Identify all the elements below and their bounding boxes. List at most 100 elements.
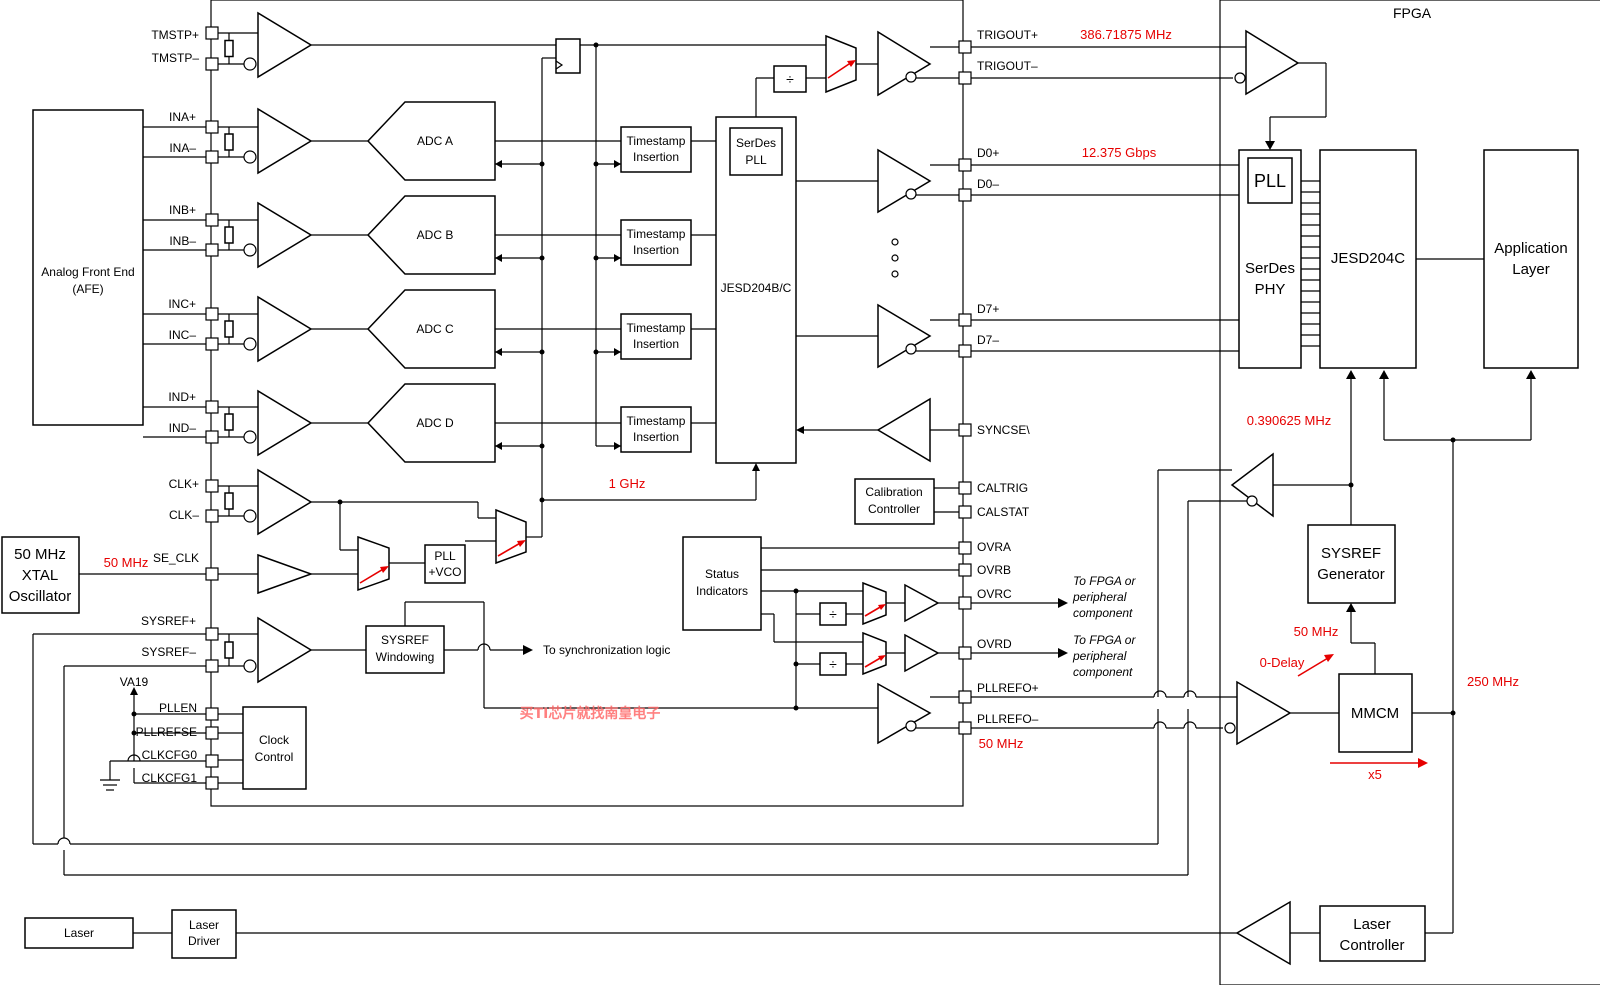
input-receivers xyxy=(218,11,314,684)
mmcm-multiplier-label: x5 xyxy=(1368,767,1382,782)
watermark-text: 买TI芯片就找南皇电子 xyxy=(520,705,661,722)
sysref-windowing-label-1: SYSREF xyxy=(381,633,429,647)
jesd204c-block xyxy=(1319,149,1417,369)
clock-output-mux xyxy=(495,508,527,565)
receiver-inc xyxy=(218,295,313,363)
pin-right-2 xyxy=(958,158,972,172)
receiver-ina-termination xyxy=(224,133,234,151)
pll-vco-label-1: PLL xyxy=(434,549,456,563)
fpga-boundary xyxy=(1219,0,1600,985)
pin-left-16 xyxy=(205,726,219,740)
pin-left-14 xyxy=(205,659,219,673)
timestamp-block-a xyxy=(620,126,692,173)
adc-d-label: ADC D xyxy=(416,416,454,430)
calibration-label-2: Controller xyxy=(868,502,920,516)
pin-tmstp-p-label: TMSTP+ xyxy=(151,28,199,42)
receiver-sysref-termination xyxy=(224,641,234,659)
fpga-trigger-receiver xyxy=(1234,29,1300,96)
pin-right-11 xyxy=(958,596,972,610)
afe-label-2: (AFE) xyxy=(72,282,103,296)
pin-right-9 xyxy=(958,541,972,555)
pin-d7-p-label: D7+ xyxy=(977,302,999,316)
xtal-freq-label: 50 MHz xyxy=(104,555,149,570)
pin-right-12 xyxy=(958,646,972,660)
pin-clk-n-label: CLK– xyxy=(169,508,199,522)
timestamp-b-label-1: Timestamp xyxy=(627,227,686,241)
fpga-laser-driver xyxy=(1235,900,1291,966)
pin-pllrefo-p-label: PLLREFO+ xyxy=(977,681,1039,695)
receiver-inc-invert-bubble xyxy=(243,337,257,351)
receiver-clk-triangle xyxy=(257,468,313,536)
status-label-1: Status xyxy=(705,567,739,581)
pin-right-8 xyxy=(958,505,972,519)
pin-left-5 xyxy=(205,243,219,257)
pin-right-5 xyxy=(958,344,972,358)
timestamp-block-c xyxy=(620,313,692,360)
pin-sysref-n-label: SYSREF– xyxy=(141,645,196,659)
mmcm-block xyxy=(1338,673,1413,753)
pin-trigout-n-label: TRIGOUT– xyxy=(977,59,1038,73)
fpga-label: FPGA xyxy=(1393,5,1432,21)
pin-left-3 xyxy=(205,150,219,164)
status-wires xyxy=(761,547,1060,708)
sysref-return-wires xyxy=(32,469,1247,876)
va19-label: VA19 xyxy=(120,675,149,689)
right-pin-labels: TRIGOUT+ TRIGOUT– D0+ D0– D7+ D7– SYNCSE… xyxy=(977,28,1039,726)
laser-driver-label-1: Laser xyxy=(189,918,219,932)
receiver-ind xyxy=(218,389,313,457)
receiver-sysref-invert-bubble xyxy=(243,659,257,673)
jesd204bc-label: JESD204B/C xyxy=(721,281,792,295)
ovrc-dest-2: peripheral xyxy=(1072,590,1127,604)
mmcm-label: MMCM xyxy=(1351,705,1399,722)
receiver-ind-termination xyxy=(224,413,234,431)
receiver-clk-termination xyxy=(224,492,234,510)
pin-ind-p-label: IND+ xyxy=(168,390,196,404)
ovrd-driver xyxy=(904,633,940,673)
syncse-receiver xyxy=(876,397,931,463)
pin-left-17 xyxy=(205,754,219,768)
trigout-divider xyxy=(773,65,807,93)
ovrc-dest-3: component xyxy=(1073,606,1133,620)
bus-arrowheads xyxy=(495,160,621,450)
ovrc-mux xyxy=(862,581,887,626)
pin-left-6 xyxy=(205,307,219,321)
trigout-driver xyxy=(877,30,932,97)
receiver-inb-triangle xyxy=(257,201,313,269)
mmcm-output-label: 250 MHz xyxy=(1467,674,1519,689)
timestamp-latch xyxy=(555,38,581,74)
receiver-sysref-triangle xyxy=(257,616,313,684)
pin-left-13 xyxy=(205,627,219,641)
pin-left-11 xyxy=(205,509,219,523)
pin-left-18 xyxy=(205,776,219,790)
xtal-oscillator xyxy=(1,536,80,614)
pin-right-13 xyxy=(958,690,972,704)
pll-vco-block xyxy=(424,544,466,584)
pin-right-6 xyxy=(958,423,972,437)
app-layer-label-2: Layer xyxy=(1512,261,1550,278)
adc-to-timestamp-wires xyxy=(495,45,716,500)
serdes-pll-block xyxy=(729,127,783,176)
pin-inc-p-label: INC+ xyxy=(168,297,196,311)
adc-d: ADC D xyxy=(366,383,496,463)
pin-syncse-label: SYNCSE\ xyxy=(977,423,1030,437)
rx-to-adc xyxy=(311,140,368,424)
fpga-pll-label: PLL xyxy=(1254,171,1286,191)
laser-label: Laser xyxy=(64,926,94,940)
pin-ind-n-label: IND– xyxy=(169,421,197,435)
timestamp-a-label-1: Timestamp xyxy=(627,134,686,148)
pin-inb-n-label: INB– xyxy=(169,234,196,248)
clock-source-mux xyxy=(357,535,390,592)
receiver-tmstp-triangle xyxy=(257,11,313,79)
sysref-gen-input-label: 50 MHz xyxy=(1294,624,1339,639)
pin-right-10 xyxy=(958,563,972,577)
status-label-2: Indicators xyxy=(696,584,748,598)
adc-device-boundary xyxy=(210,0,964,807)
receiver-ina-triangle xyxy=(257,107,313,175)
timestamp-a-label-2: Insertion xyxy=(633,150,679,164)
pin-left-1 xyxy=(205,57,219,71)
pin-pllrefo-n-label: PLLREFO– xyxy=(977,712,1039,726)
sysref-freq-label: 0.390625 MHz xyxy=(1247,413,1332,428)
timestamp-c-label-2: Insertion xyxy=(633,337,679,351)
chip-to-fpga-wires xyxy=(971,46,1246,729)
